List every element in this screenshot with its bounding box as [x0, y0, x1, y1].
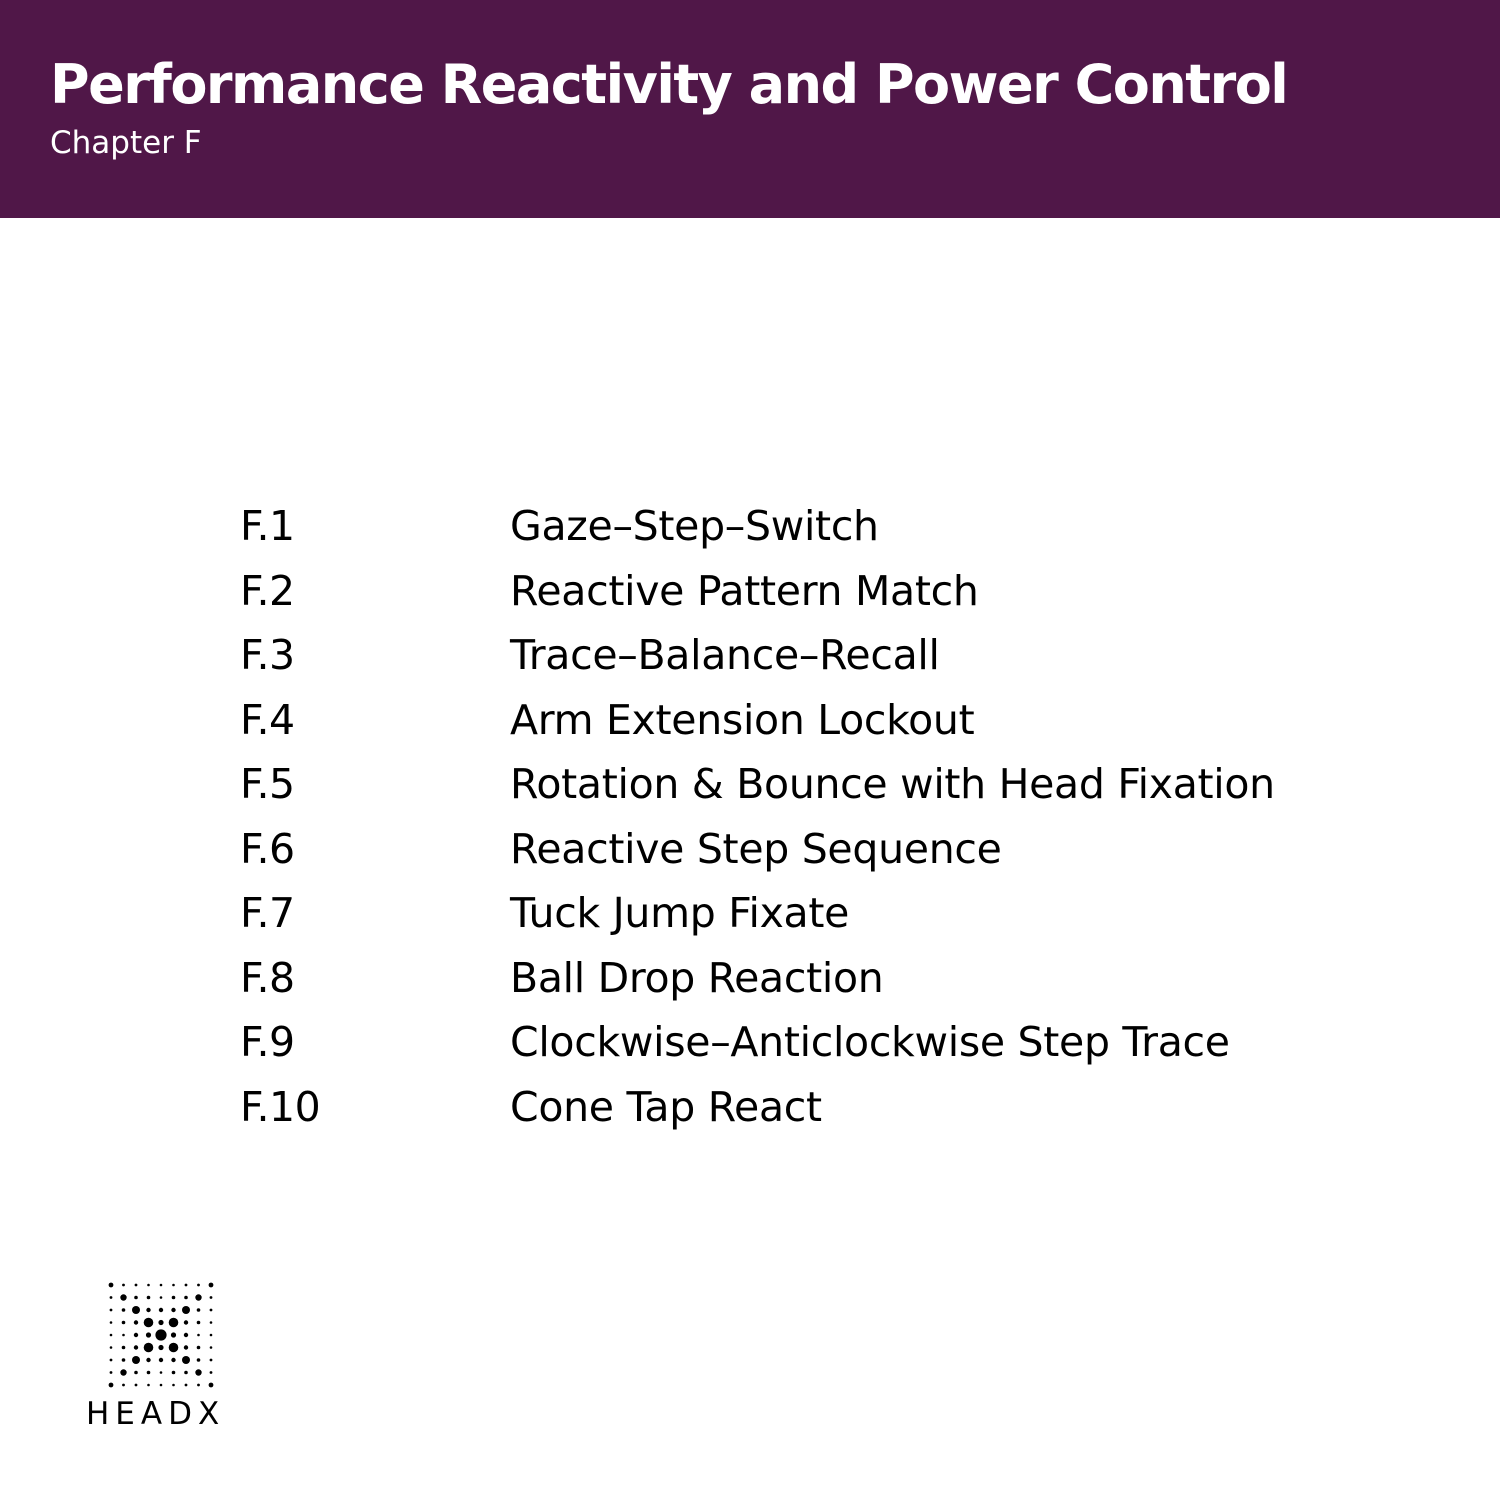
brand-wordmark: HEADX	[86, 1396, 226, 1432]
toc-item: F.8 Ball Drop Reaction	[240, 948, 1440, 1013]
toc-item-number: F.7	[240, 889, 295, 937]
toc-item: F.10 Cone Tap React	[240, 1077, 1440, 1142]
toc-item-title: Ball Drop Reaction	[510, 953, 884, 1002]
toc-item-title: Reactive Pattern Match	[510, 566, 979, 615]
toc-item: F.3 Trace–Balance–Recall	[240, 625, 1440, 690]
toc-item-number: F.5	[240, 760, 295, 808]
toc-item: F.7 Tuck Jump Fixate	[240, 883, 1440, 948]
toc-item-number: F.9	[240, 1018, 295, 1066]
toc-item-number: F.1	[240, 502, 295, 550]
chapter-label: Chapter F	[50, 125, 202, 161]
chapter-header: Performance Reactivity and Power Control…	[0, 0, 1500, 218]
table-of-contents: F.1 Gaze–Step–Switch F.2 Reactive Patter…	[240, 496, 1440, 1141]
toc-item-title: Clockwise–Anticlockwise Step Trace	[510, 1018, 1230, 1066]
toc-item-number: F.2	[240, 566, 295, 615]
toc-item-title: Rotation & Bounce with Head Fixation	[510, 760, 1275, 808]
toc-item-title: Reactive Step Sequence	[510, 824, 1002, 873]
toc-item-number: F.3	[240, 631, 295, 679]
toc-item-number: F.4	[240, 695, 295, 744]
toc-item: F.2 Reactive Pattern Match	[240, 561, 1440, 626]
toc-item: F.1 Gaze–Step–Switch	[240, 496, 1440, 561]
toc-item-number: F.10	[240, 1082, 321, 1131]
brand-logo: HEADX	[84, 1282, 234, 1432]
toc-item: F.5 Rotation & Bounce with Head Fixation	[240, 754, 1440, 819]
toc-item-number: F.8	[240, 953, 295, 1002]
toc-item-number: F.6	[240, 824, 295, 873]
page-title: Performance Reactivity and Power Control	[50, 53, 1289, 116]
toc-item-title: Gaze–Step–Switch	[510, 502, 879, 550]
toc-item-title: Tuck Jump Fixate	[510, 889, 850, 937]
toc-item-title: Arm Extension Lockout	[510, 695, 975, 744]
toc-item-title: Cone Tap React	[510, 1082, 822, 1131]
dotted-x-logo-icon	[108, 1282, 214, 1388]
toc-item-title: Trace–Balance–Recall	[510, 631, 940, 679]
toc-item: F.6 Reactive Step Sequence	[240, 819, 1440, 884]
toc-item: F.9 Clockwise–Anticlockwise Step Trace	[240, 1012, 1440, 1077]
toc-item: F.4 Arm Extension Lockout	[240, 690, 1440, 755]
